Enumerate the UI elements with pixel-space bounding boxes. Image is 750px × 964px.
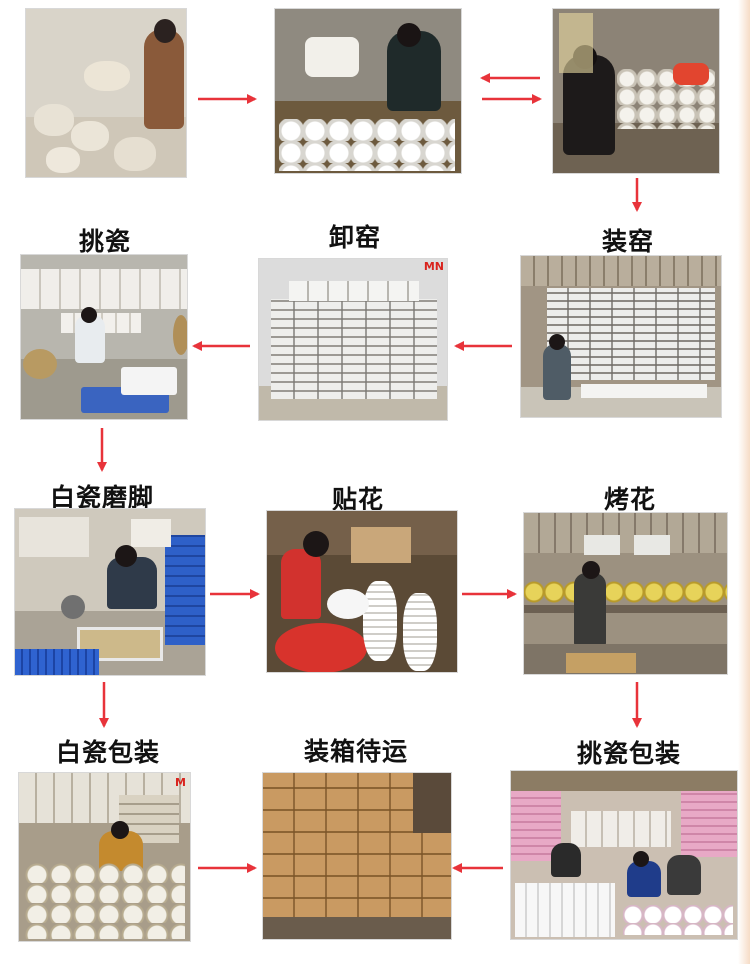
step-label-load-kiln: 装窑 bbox=[601, 227, 654, 256]
step-label-bake-decal: 烤花 bbox=[603, 485, 656, 514]
photo-white-pack: M bbox=[18, 772, 191, 942]
watermark-mn: MN bbox=[423, 260, 444, 273]
step-label-white-pack: 白瓷包装 bbox=[55, 738, 160, 767]
step-label-box-ship: 装箱待运 bbox=[303, 737, 408, 766]
step-label-pick-porcelain: 挑瓷 bbox=[78, 227, 131, 256]
photo-grind-foot bbox=[14, 508, 206, 676]
photo-decal bbox=[266, 510, 458, 673]
photo-load-kiln bbox=[520, 255, 722, 418]
photo-unload-kiln: MN bbox=[258, 258, 448, 421]
photo-glazing bbox=[274, 8, 462, 174]
photo-pick-pack bbox=[510, 770, 738, 940]
step-label-decal: 贴花 bbox=[331, 485, 384, 514]
right-edge-gradient bbox=[738, 0, 750, 964]
photo-pick-porcelain bbox=[20, 254, 188, 420]
step-label-grind-foot: 白瓷磨脚 bbox=[49, 483, 154, 512]
photo-shaping bbox=[25, 8, 187, 178]
watermark-m: M bbox=[175, 776, 186, 789]
photo-bake-decal bbox=[523, 512, 728, 675]
step-label-pick-pack: 挑瓷包装 bbox=[576, 739, 681, 768]
photo-trimming bbox=[552, 8, 720, 174]
photo-box-ship bbox=[262, 772, 452, 940]
step-label-unload-kiln: 卸窑 bbox=[328, 223, 381, 252]
